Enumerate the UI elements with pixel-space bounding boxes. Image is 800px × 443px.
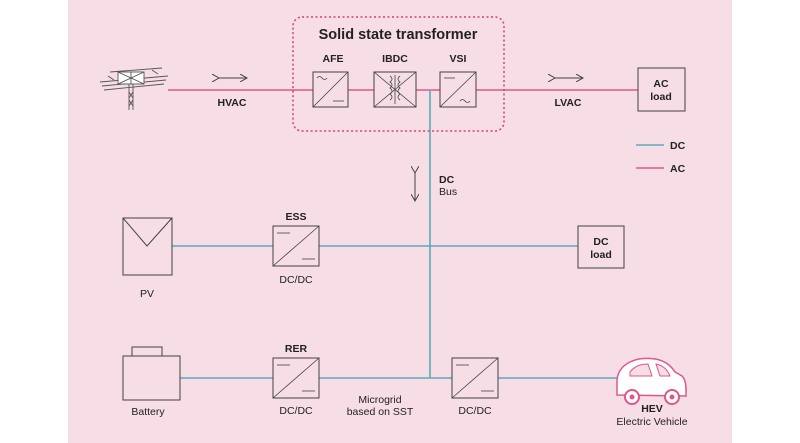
vsi-label: VSI [450, 53, 467, 65]
dc-bus-label-line2: Bus [439, 186, 457, 198]
dc-load-line2: load [590, 249, 612, 261]
legend-dc-label: DC [670, 140, 686, 152]
afe-label: AFE [323, 53, 344, 65]
pv-label: PV [140, 288, 154, 300]
ac-load-box [637, 67, 686, 112]
rer-label: RER [285, 343, 308, 355]
dc-bus-label-line1: DC [439, 174, 455, 186]
vsi-converter [439, 71, 477, 108]
sst-title: Solid state transformer [319, 27, 478, 43]
ev-dcdc-label: DC/DC [458, 405, 492, 417]
ac-load-line1: AC [653, 78, 669, 90]
ac-load-line2: load [650, 91, 672, 103]
ibdc-transformer [373, 71, 417, 108]
dc-load-line1: DC [593, 236, 609, 248]
pv-panel-icon [122, 217, 173, 276]
ess-dcdc-label: DC/DC [279, 274, 313, 286]
sst-boundary [292, 16, 505, 132]
battery-label: Battery [131, 406, 165, 418]
microgrid-label-line2: based on SST [347, 406, 414, 418]
ess-dcdc-converter [272, 225, 320, 267]
ess-label: ESS [285, 211, 306, 223]
ibdc-label: IBDC [382, 53, 408, 65]
rer-dcdc-converter [272, 357, 320, 399]
battery-icon [122, 346, 181, 401]
hev-label: HEV [641, 403, 663, 415]
electric-vehicle-icon [616, 357, 687, 405]
ev-dcdc-converter [451, 357, 499, 399]
rer-dcdc-label: DC/DC [279, 405, 313, 417]
lvac-label: LVAC [554, 97, 581, 109]
legend: DC AC [636, 140, 686, 175]
transmission-tower-icon [99, 67, 169, 110]
dc-load-box [577, 225, 625, 269]
hvac-label: HVAC [218, 97, 247, 109]
electric-vehicle-label: Electric Vehicle [616, 416, 687, 428]
afe-converter [312, 71, 349, 108]
legend-ac-label: AC [670, 163, 686, 175]
microgrid-label-line1: Microgrid [358, 394, 401, 406]
